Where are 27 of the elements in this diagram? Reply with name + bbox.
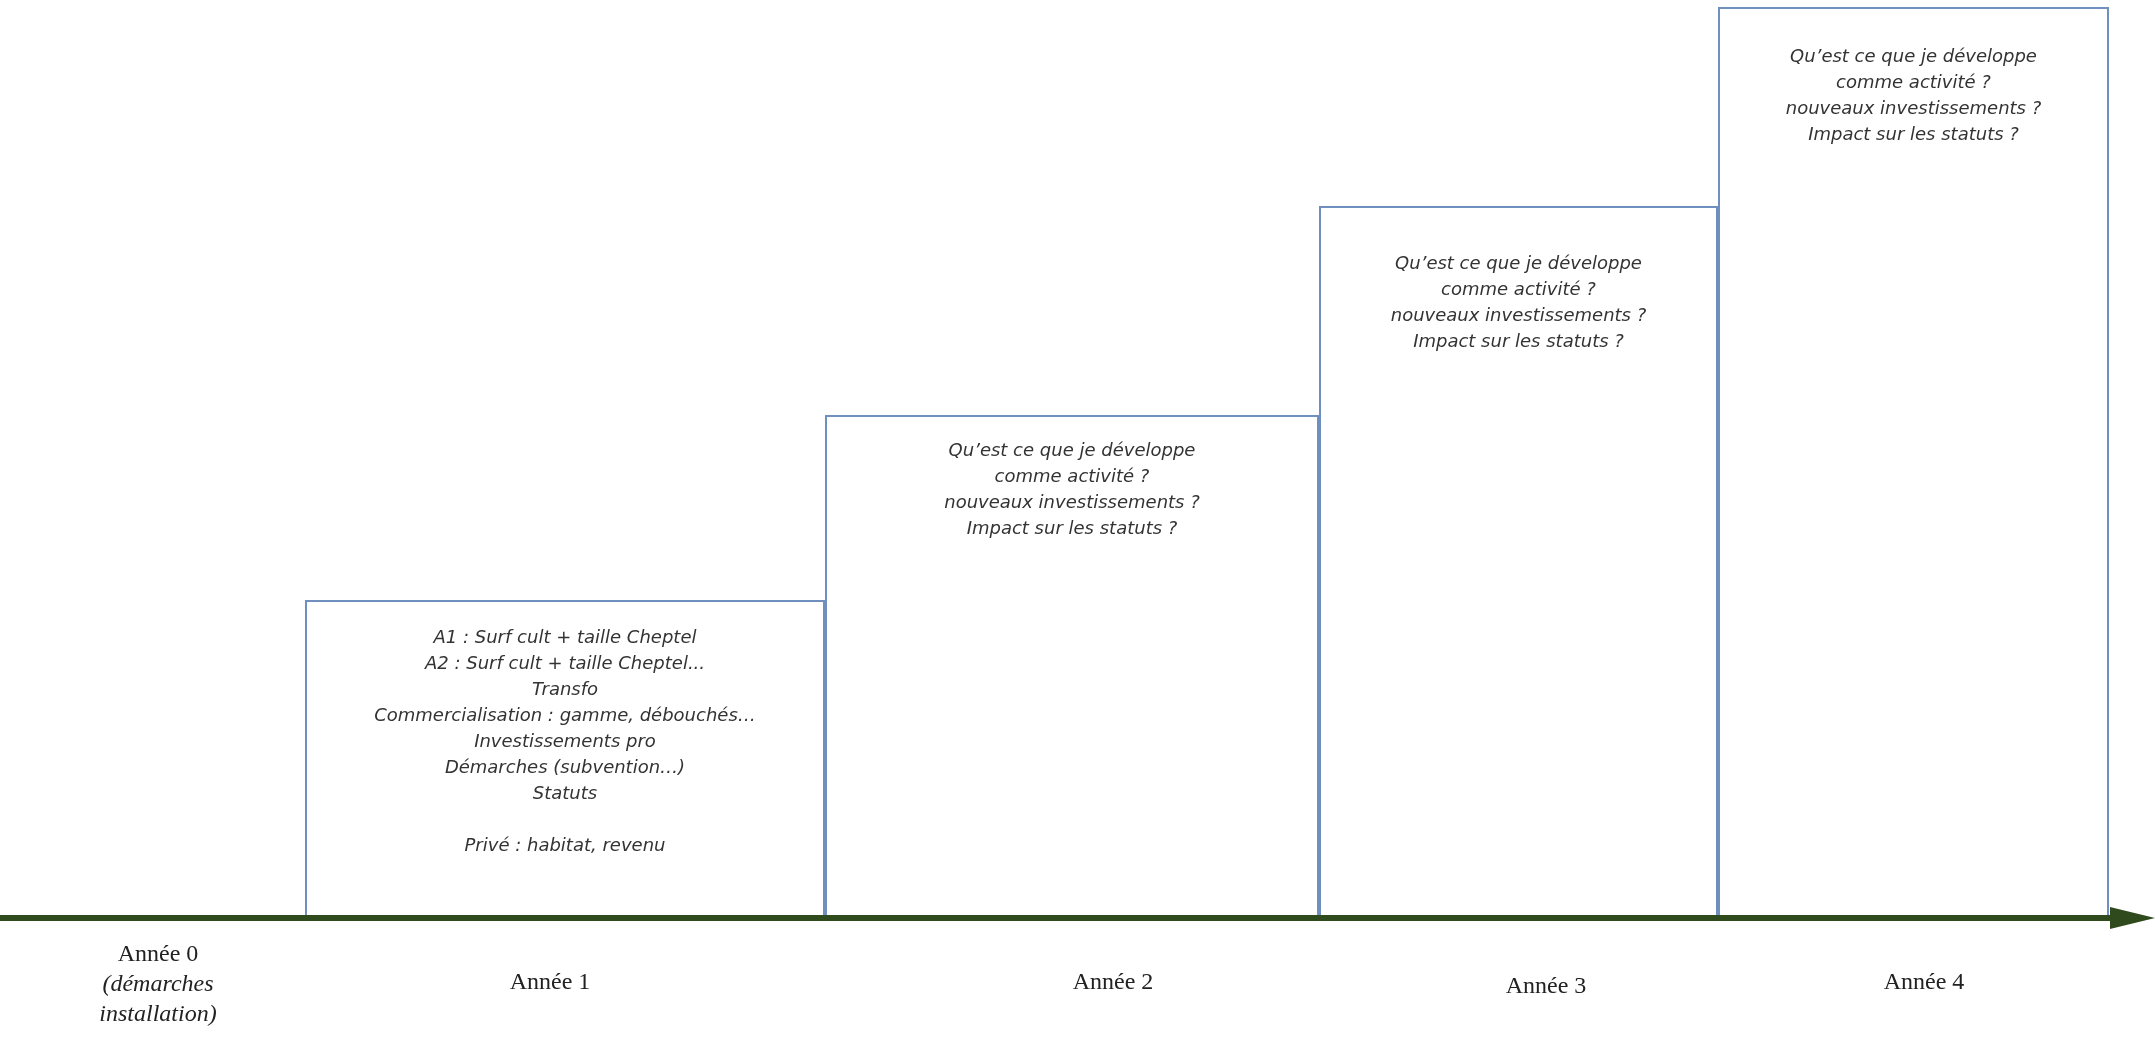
- plan-text: Statuts: [531, 781, 599, 805]
- question-text: Impact sur les statuts ?: [1412, 329, 1625, 353]
- year-label: Année 4: [1882, 967, 1966, 996]
- plan-text: Transfo: [530, 677, 600, 701]
- plan-text: Démarches (subvention…): [443, 755, 687, 779]
- plan-text: A2 : Surf cult + taille Cheptel...: [423, 651, 707, 675]
- plan-text: Commercialisation : gamme, débouchés…: [373, 703, 757, 727]
- step-box: [1319, 206, 1718, 915]
- year-label: Année 1: [508, 967, 592, 996]
- plan-text: A1 : Surf cult + taille Cheptel: [431, 625, 698, 649]
- step-box: [305, 600, 825, 915]
- question-text: Impact sur les statuts ?: [965, 516, 1179, 540]
- question-text: Qu’est ce que je développe comme activité ?: [1789, 44, 2038, 94]
- plan-text: Privé : habitat, revenu: [463, 833, 667, 857]
- question-text: Impact sur les statuts ?: [1807, 122, 2020, 146]
- year-label: Année 2: [1071, 967, 1155, 996]
- year-note: (démarches installation): [98, 969, 218, 1028]
- plan-text: Investissements pro: [473, 729, 657, 753]
- question-text: nouveaux investissements ?: [1784, 96, 2043, 120]
- question-text: nouveaux investissements ?: [943, 490, 1201, 514]
- year-label: Année 3: [1504, 971, 1588, 1000]
- question-text: Qu’est ce que je développe comme activité ?: [1394, 251, 1643, 301]
- question-text: nouveaux investissements ?: [1389, 303, 1648, 327]
- step-box: [825, 415, 1319, 915]
- question-text: Qu’est ce que je développe comme activité ?: [947, 438, 1197, 488]
- year-label: Année 0: [116, 939, 200, 968]
- step-box: [1718, 7, 2109, 915]
